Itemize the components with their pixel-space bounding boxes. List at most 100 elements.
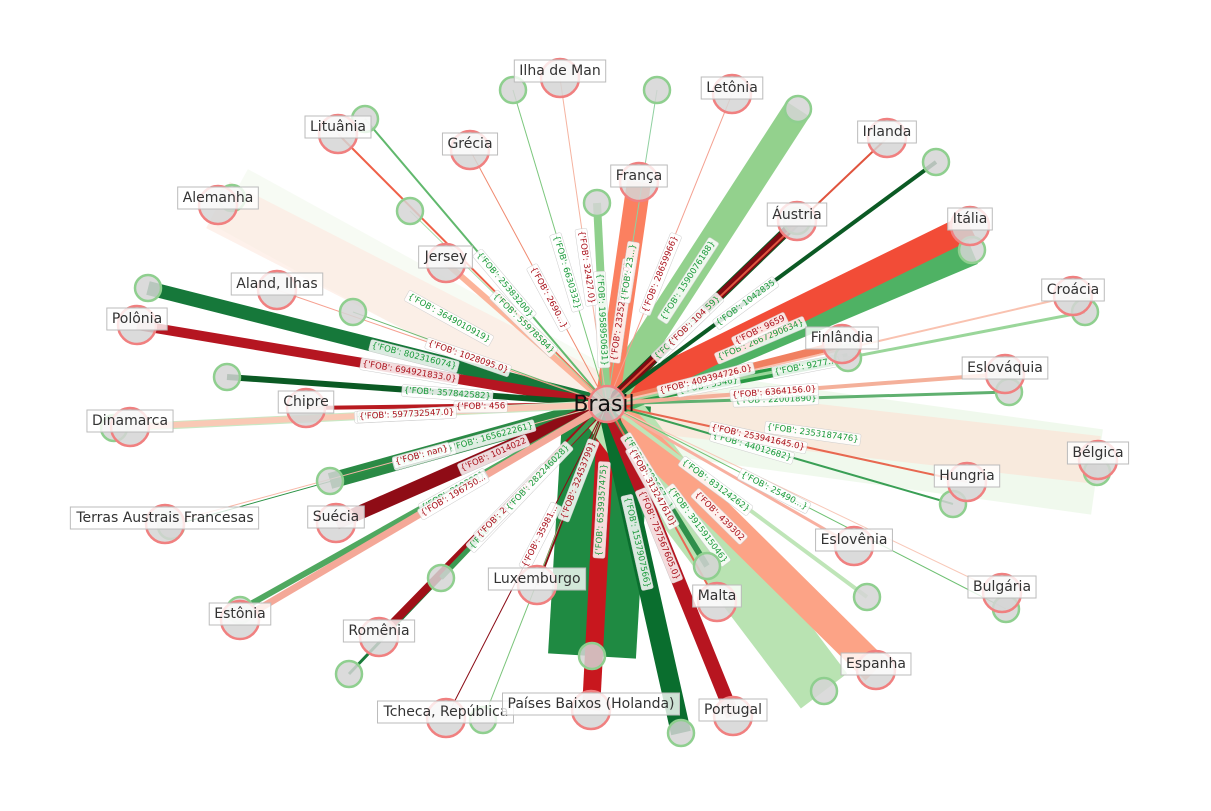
country-label: Luxemburgo [487, 567, 587, 591]
country-label-box [307, 505, 365, 529]
country-name: Portugal [704, 702, 762, 718]
country-label: Letônia [700, 76, 764, 100]
country-label-box [815, 528, 893, 552]
country-label: Alemanha [177, 186, 259, 210]
country-name: Luxemburgo [493, 571, 580, 587]
edge-label-box [526, 263, 571, 332]
edge-label-box [618, 241, 640, 304]
country-label: Espanha [840, 652, 912, 676]
edge-label-box [764, 420, 862, 447]
edge-label-box [359, 357, 460, 386]
export-node[interactable] [921, 147, 951, 177]
country-label: Eslováquia [961, 356, 1049, 380]
country-name: Dinamarca [92, 413, 168, 429]
country-name: Aland, Ilhas [236, 276, 317, 292]
country-label-box [487, 567, 587, 591]
export-node[interactable] [809, 676, 839, 706]
edge-label-text: {'FOB': 1958950631} [595, 273, 610, 366]
edge-label: {'FOB': 1958950631} [593, 270, 611, 369]
country-name: Letônia [706, 80, 758, 96]
center-node[interactable]: Brasil [573, 384, 635, 424]
edge-label-text: {'FOB': 597732547.0} [359, 407, 455, 422]
country-label: Áustria [766, 202, 828, 227]
country-name: Ilha de Man [519, 63, 600, 79]
country-label: Países Baixos (Holanda) [502, 692, 680, 716]
country-name: Estônia [214, 606, 266, 622]
country-label-box [342, 619, 416, 643]
export-node[interactable] [783, 94, 813, 124]
country-name: Terras Austrais Francesas [75, 510, 253, 526]
edge-label-box [549, 232, 584, 313]
export-node[interactable] [338, 297, 368, 327]
export-node[interactable] [334, 659, 364, 689]
country-label: Jersey [418, 245, 473, 269]
country-name: Espanha [846, 656, 906, 672]
edge-import [606, 402, 855, 548]
country-name: Itália [953, 211, 988, 227]
country-label: Finlândia [805, 326, 879, 350]
country-label: França [610, 164, 668, 188]
country-label-box [700, 76, 764, 100]
export-node[interactable] [642, 75, 672, 105]
edge-label: {'FOB': 6364156.0} [729, 382, 819, 402]
edge-label-box [472, 248, 537, 321]
country-name: Eslováquia [967, 360, 1043, 376]
edge-label-box [625, 445, 680, 530]
edge-import [606, 137, 888, 405]
export-node[interactable] [133, 273, 163, 303]
country-name: Eslovênia [821, 532, 888, 548]
edge-label-box [557, 438, 600, 523]
export-node[interactable] [692, 551, 722, 581]
export-node[interactable] [666, 718, 696, 748]
export-node[interactable] [498, 75, 528, 105]
country-label: Suécia [307, 505, 365, 529]
edge-label-box [401, 384, 494, 403]
edge-label-box [639, 232, 682, 316]
country-name: Chipre [283, 394, 329, 410]
edge-label-box [424, 337, 512, 377]
country-name: Romênia [348, 623, 409, 639]
edge-label-box [708, 421, 808, 454]
country-name: Hungria [939, 468, 994, 484]
edge-label-box [664, 305, 711, 351]
country-label-box [277, 390, 335, 414]
country-label: Aland, Ilhas [230, 272, 324, 296]
export-node[interactable] [426, 563, 456, 593]
edge-label-box [489, 289, 558, 358]
country-label: Croácia [1041, 278, 1105, 302]
export-node[interactable] [212, 362, 242, 392]
export-node[interactable] [852, 582, 882, 612]
edge-label-box [729, 382, 819, 402]
country-label-box [86, 409, 174, 433]
country-label: Grécia [441, 132, 499, 156]
edge-import [337, 133, 608, 405]
country-label-box [1041, 278, 1105, 302]
country-name: França [616, 168, 663, 184]
edge-label-box [574, 227, 598, 307]
country-name: Bulgária [973, 579, 1031, 595]
country-label: Ilha de Man [513, 59, 607, 83]
country-label-box [857, 120, 917, 144]
country-name: Grécia [447, 136, 492, 152]
labels-layer: Ilha de ManLetôniaLituâniaGréciaIrlandaF… [69, 59, 1130, 724]
country-label: Hungria [933, 464, 1001, 488]
export-node[interactable] [577, 641, 607, 671]
country-label-box [933, 464, 1001, 488]
country-name: Jersey [424, 249, 468, 265]
country-label: Bulgária [967, 575, 1037, 599]
edge-label-text: {'FOB': 456 [456, 401, 505, 412]
country-label-box [840, 652, 912, 676]
export-node[interactable] [582, 188, 612, 218]
country-label: Polônia [106, 307, 168, 331]
country-label: Dinamarca [86, 409, 174, 433]
country-name: Malta [698, 588, 737, 604]
country-label-box [106, 307, 168, 331]
country-name: Países Baixos (Holanda) [508, 696, 675, 712]
edge-label: {'FOB': 597732547.0} [356, 406, 457, 424]
export-node[interactable] [315, 466, 345, 496]
edge-label-box [656, 361, 756, 398]
country-label-box [304, 115, 372, 139]
country-label: Portugal [698, 698, 768, 722]
export-node[interactable] [395, 196, 425, 226]
edge-labels-layer: {'FOB': 3649010919}{'FOB': 2353187476}{'… [354, 227, 862, 591]
